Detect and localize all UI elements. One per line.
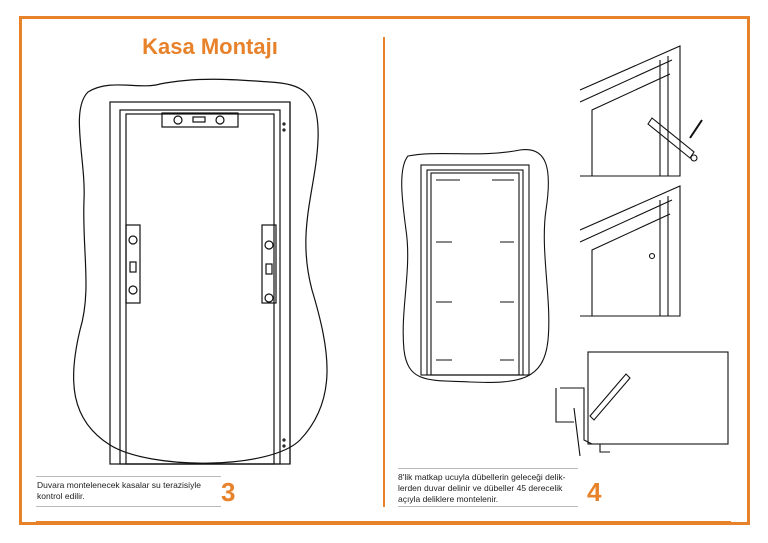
drill-detail-1 xyxy=(579,45,703,177)
step4-caption: 8'lik matkap ucuyla dübellerin geleceği … xyxy=(398,472,566,504)
right-spirit-level xyxy=(261,224,277,304)
step3-caption: Duvara montelenecek kasalar su terazisiy… xyxy=(37,480,201,501)
cross-section-detail xyxy=(555,351,729,457)
left-spirit-level xyxy=(125,224,141,304)
step4-frame-illustration xyxy=(401,149,550,383)
dowel-marks xyxy=(436,179,514,361)
outer-frame xyxy=(109,101,291,465)
step4-caption-rule xyxy=(398,468,578,469)
page-title: Kasa Montajı xyxy=(142,34,278,59)
step4-number: 4 xyxy=(587,477,602,507)
dowel xyxy=(647,117,695,159)
step3-caption-rule xyxy=(36,506,221,507)
wall-outline xyxy=(72,78,328,464)
wall-outline-small xyxy=(401,149,550,383)
bottom-rule xyxy=(36,521,731,524)
step4-caption-rule xyxy=(398,506,578,507)
step3-caption-rule xyxy=(36,476,221,477)
step3-number: 3 xyxy=(221,477,236,507)
frame-opening xyxy=(125,113,275,465)
drill-detail-2 xyxy=(579,185,681,317)
insert-arrow xyxy=(689,119,703,139)
column-divider xyxy=(383,37,385,507)
step3-door-illustration xyxy=(72,78,328,465)
inner-frame xyxy=(119,109,281,465)
top-spirit-level xyxy=(161,112,239,128)
